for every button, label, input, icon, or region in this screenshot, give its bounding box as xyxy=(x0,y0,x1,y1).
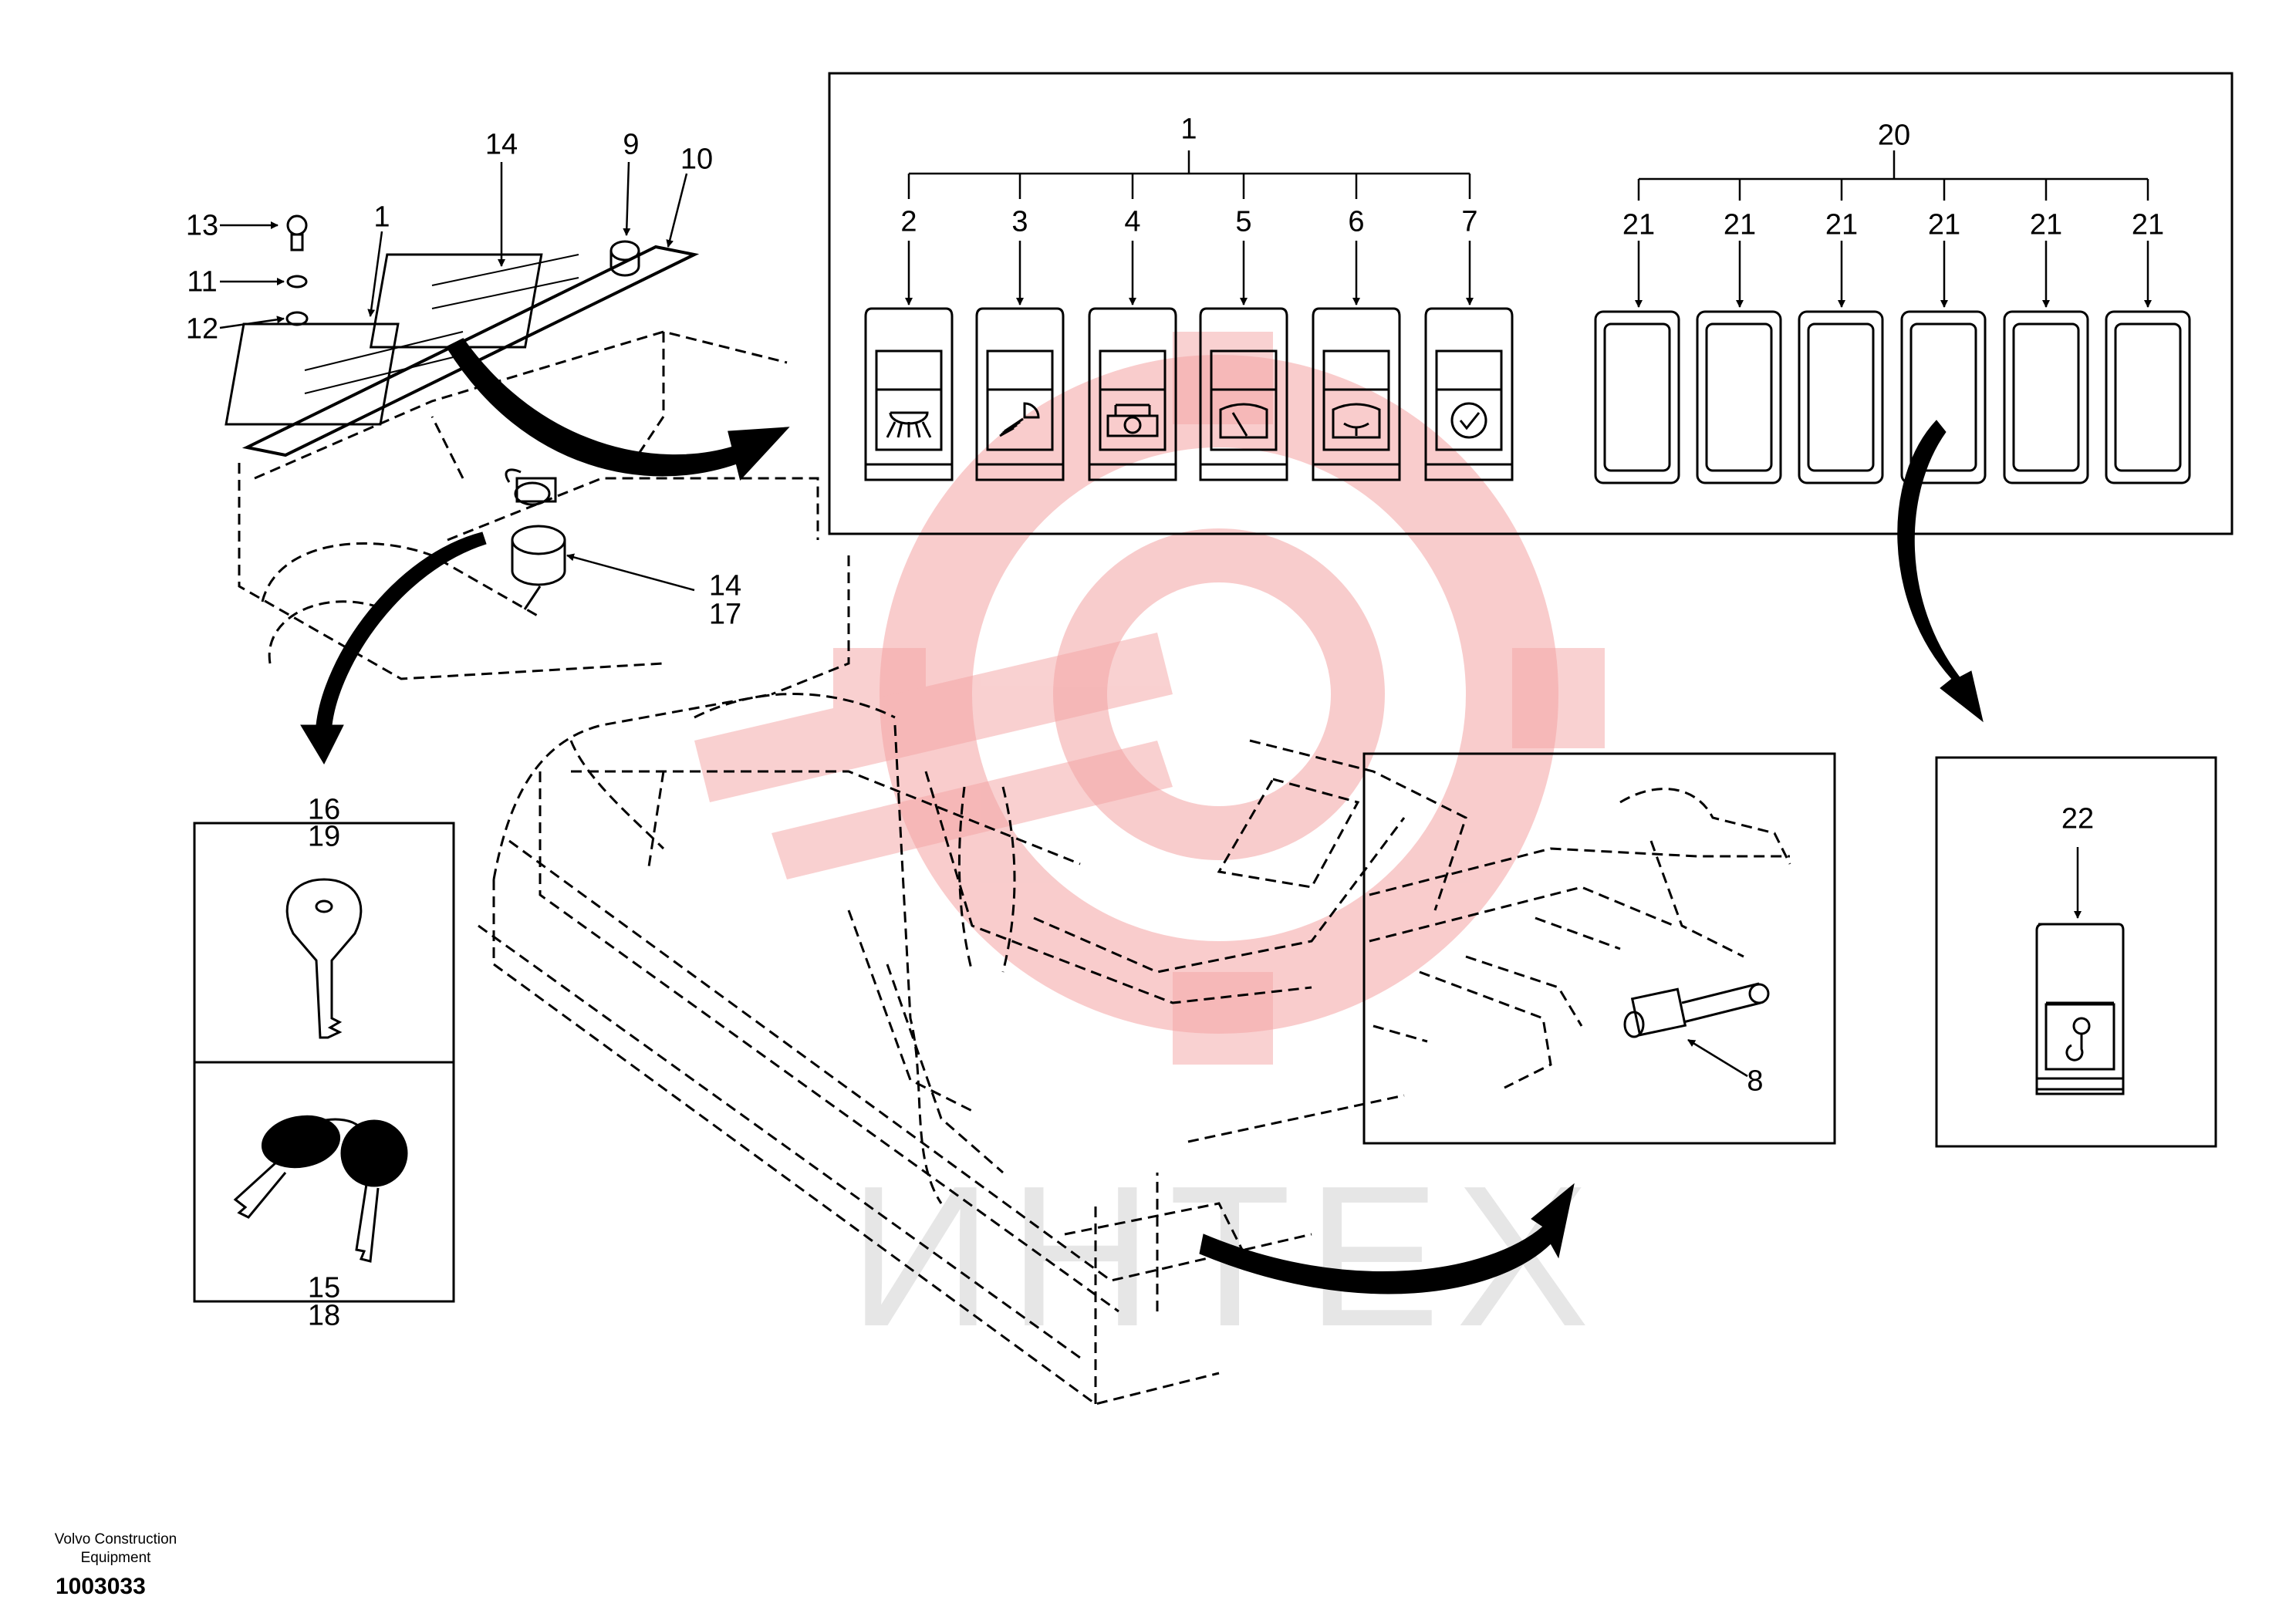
callout-label: 3 xyxy=(1011,205,1028,238)
callout-label: 5 xyxy=(1235,205,1252,238)
blank-switch xyxy=(1594,310,1680,484)
rocker-switch xyxy=(1312,307,1401,481)
callout-label: 21 xyxy=(1622,208,1656,241)
callout-label: 14 xyxy=(485,128,518,161)
curved-arrow-to-hook-switch xyxy=(1897,420,1984,723)
hook-switch-detail-panel xyxy=(1935,756,2217,1148)
callout-tree-1 xyxy=(905,150,1474,305)
callout-label: 8 xyxy=(1747,1065,1764,1098)
work-light-icon xyxy=(886,411,932,438)
check-icon xyxy=(1450,402,1487,439)
curved-arrow-to-panel-detail xyxy=(445,338,790,481)
ignition-key-switch xyxy=(505,468,566,610)
callout-label: 21 xyxy=(1927,208,1961,241)
callout-label: 4 xyxy=(1124,205,1141,238)
windshield-washer-icon xyxy=(1332,403,1381,439)
company-name: Volvo Construction Equipment xyxy=(54,1531,177,1566)
callout-label: 10 xyxy=(680,143,714,176)
callout-label: 13 xyxy=(185,209,219,242)
rocker-switch xyxy=(1199,307,1288,481)
proximity-sensor xyxy=(1623,982,1770,1038)
callout-label: 2 xyxy=(900,205,917,238)
callout-label: 22 xyxy=(2061,802,2095,835)
rocker-switch xyxy=(1088,307,1177,481)
curved-arrow-to-keys xyxy=(300,532,487,765)
rocker-switch xyxy=(1424,307,1514,481)
labeled-switch-row xyxy=(864,307,1514,481)
callout-label: 15 xyxy=(307,1271,341,1304)
callout-label: 1 xyxy=(373,201,390,234)
blank-switch xyxy=(1900,310,1987,484)
callout-label: 12 xyxy=(185,312,219,346)
callout-label: 7 xyxy=(1461,205,1478,238)
drawing-number: 1003033 xyxy=(56,1574,146,1599)
callout-label: 21 xyxy=(1825,208,1859,241)
blank-switch xyxy=(1696,310,1782,484)
callout-label: 20 xyxy=(1877,119,1911,152)
sensor-detail-panel xyxy=(1362,752,1836,1145)
callout-tree-20 xyxy=(1635,150,2152,308)
blank-switch-row xyxy=(1594,310,2191,484)
hook-icon xyxy=(2065,1017,2091,1061)
hook-switch xyxy=(2035,923,2125,1095)
sensor-detail-dashed xyxy=(1369,788,1791,1089)
blank-switch xyxy=(2105,310,2191,484)
cab-console-dashed-outline xyxy=(238,330,1467,1406)
callout-label: 19 xyxy=(307,820,341,853)
callout-label: 21 xyxy=(2131,208,2165,241)
curved-arrow-to-sensor-detail xyxy=(1199,1183,1575,1294)
switch-detail-panel xyxy=(828,72,2234,535)
single-key-icon xyxy=(285,878,363,1039)
callout-label: 6 xyxy=(1348,205,1365,238)
blank-switch xyxy=(2003,310,2089,484)
blank-switch xyxy=(1798,310,1884,484)
callout-label: 14 xyxy=(708,569,742,602)
rocker-switch xyxy=(864,307,954,481)
rocker-switch xyxy=(975,307,1065,481)
callout-label: 1 xyxy=(1180,113,1197,146)
key-box xyxy=(193,822,455,1303)
travel-alarm-icon xyxy=(1106,403,1159,437)
callout-label: 11 xyxy=(187,265,218,299)
callout-label: 21 xyxy=(2029,208,2063,241)
callout-label: 21 xyxy=(1723,208,1757,241)
callout-label: 18 xyxy=(307,1299,341,1332)
switch-panel-assembly xyxy=(225,214,700,457)
wiper-icon xyxy=(1219,403,1268,439)
callout-label: 16 xyxy=(307,793,341,826)
washer-icon xyxy=(999,402,1040,437)
callout-label: 17 xyxy=(708,598,742,631)
key-pair-icon xyxy=(233,1115,408,1263)
callout-label: 9 xyxy=(623,128,640,161)
